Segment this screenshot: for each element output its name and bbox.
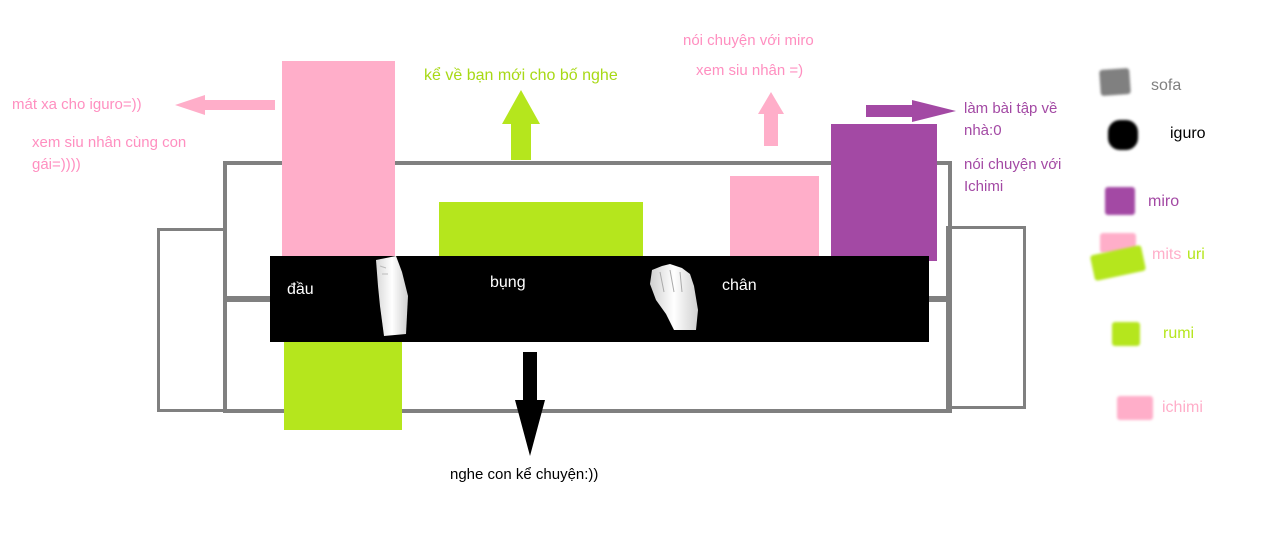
legend-sofa-label: sofa <box>1151 77 1182 94</box>
label-head: đầu <box>287 281 314 298</box>
sofa-right-arm <box>946 226 1026 409</box>
legend-miro-swatch <box>1105 187 1135 215</box>
arrow-up-green-icon <box>502 90 540 160</box>
hand-left-icon <box>376 256 408 336</box>
label-feet: chân <box>722 277 757 294</box>
rumi-block-bottom <box>284 340 402 430</box>
legend-sofa-swatch <box>1099 67 1131 97</box>
label-belly: bụng <box>490 274 526 291</box>
legend-ichimi-swatch <box>1117 396 1153 420</box>
note-homework: làm bài tập về nhà:0 <box>964 100 1058 139</box>
ichimi-block <box>730 176 819 257</box>
note-tell-dad: kể về bạn mới cho bố nghe <box>424 67 618 84</box>
note-talk-ichimi: nói chuyện với Ichimi <box>964 156 1062 195</box>
legend-mitsuri-green-swatch <box>1089 244 1147 282</box>
note-talk-miro: nói chuyện với miro <box>683 32 814 49</box>
mitsuri-block <box>282 61 395 258</box>
legend-rumi-label: rumi <box>1163 325 1195 342</box>
note-watch-superhero: xem siu nhân =) <box>696 62 804 79</box>
legend-mitsuri-label-b: uri <box>1187 246 1205 263</box>
rumi-block-top <box>439 202 643 259</box>
arrow-up-pink-icon <box>758 92 784 146</box>
arrow-down-icon <box>515 352 545 456</box>
hand-right-icon <box>650 264 698 330</box>
legend-mitsuri-label-a: mits <box>1152 246 1182 263</box>
arrow-left-icon <box>175 95 275 115</box>
sofa-seat-line-left <box>223 296 273 302</box>
arrow-right-icon <box>866 100 956 122</box>
legend-iguro-label: iguro <box>1170 125 1206 142</box>
sofa-seat-line-right <box>928 296 948 302</box>
legend-ichimi-label: ichimi <box>1162 399 1203 416</box>
legend-iguro-swatch <box>1108 120 1138 150</box>
sofa-left-arm <box>157 228 227 412</box>
note-massage: mát xa cho iguro=)) <box>12 96 142 113</box>
miro-block <box>831 124 937 261</box>
legend-rumi-swatch <box>1112 322 1140 346</box>
note-watch-with-daughter: xem siu nhân cùng con gái=)))) <box>32 134 187 173</box>
legend-miro-label: miro <box>1148 193 1180 210</box>
iguro-body <box>270 256 929 342</box>
note-listen-story: nghe con kể chuyện:)) <box>450 466 599 483</box>
